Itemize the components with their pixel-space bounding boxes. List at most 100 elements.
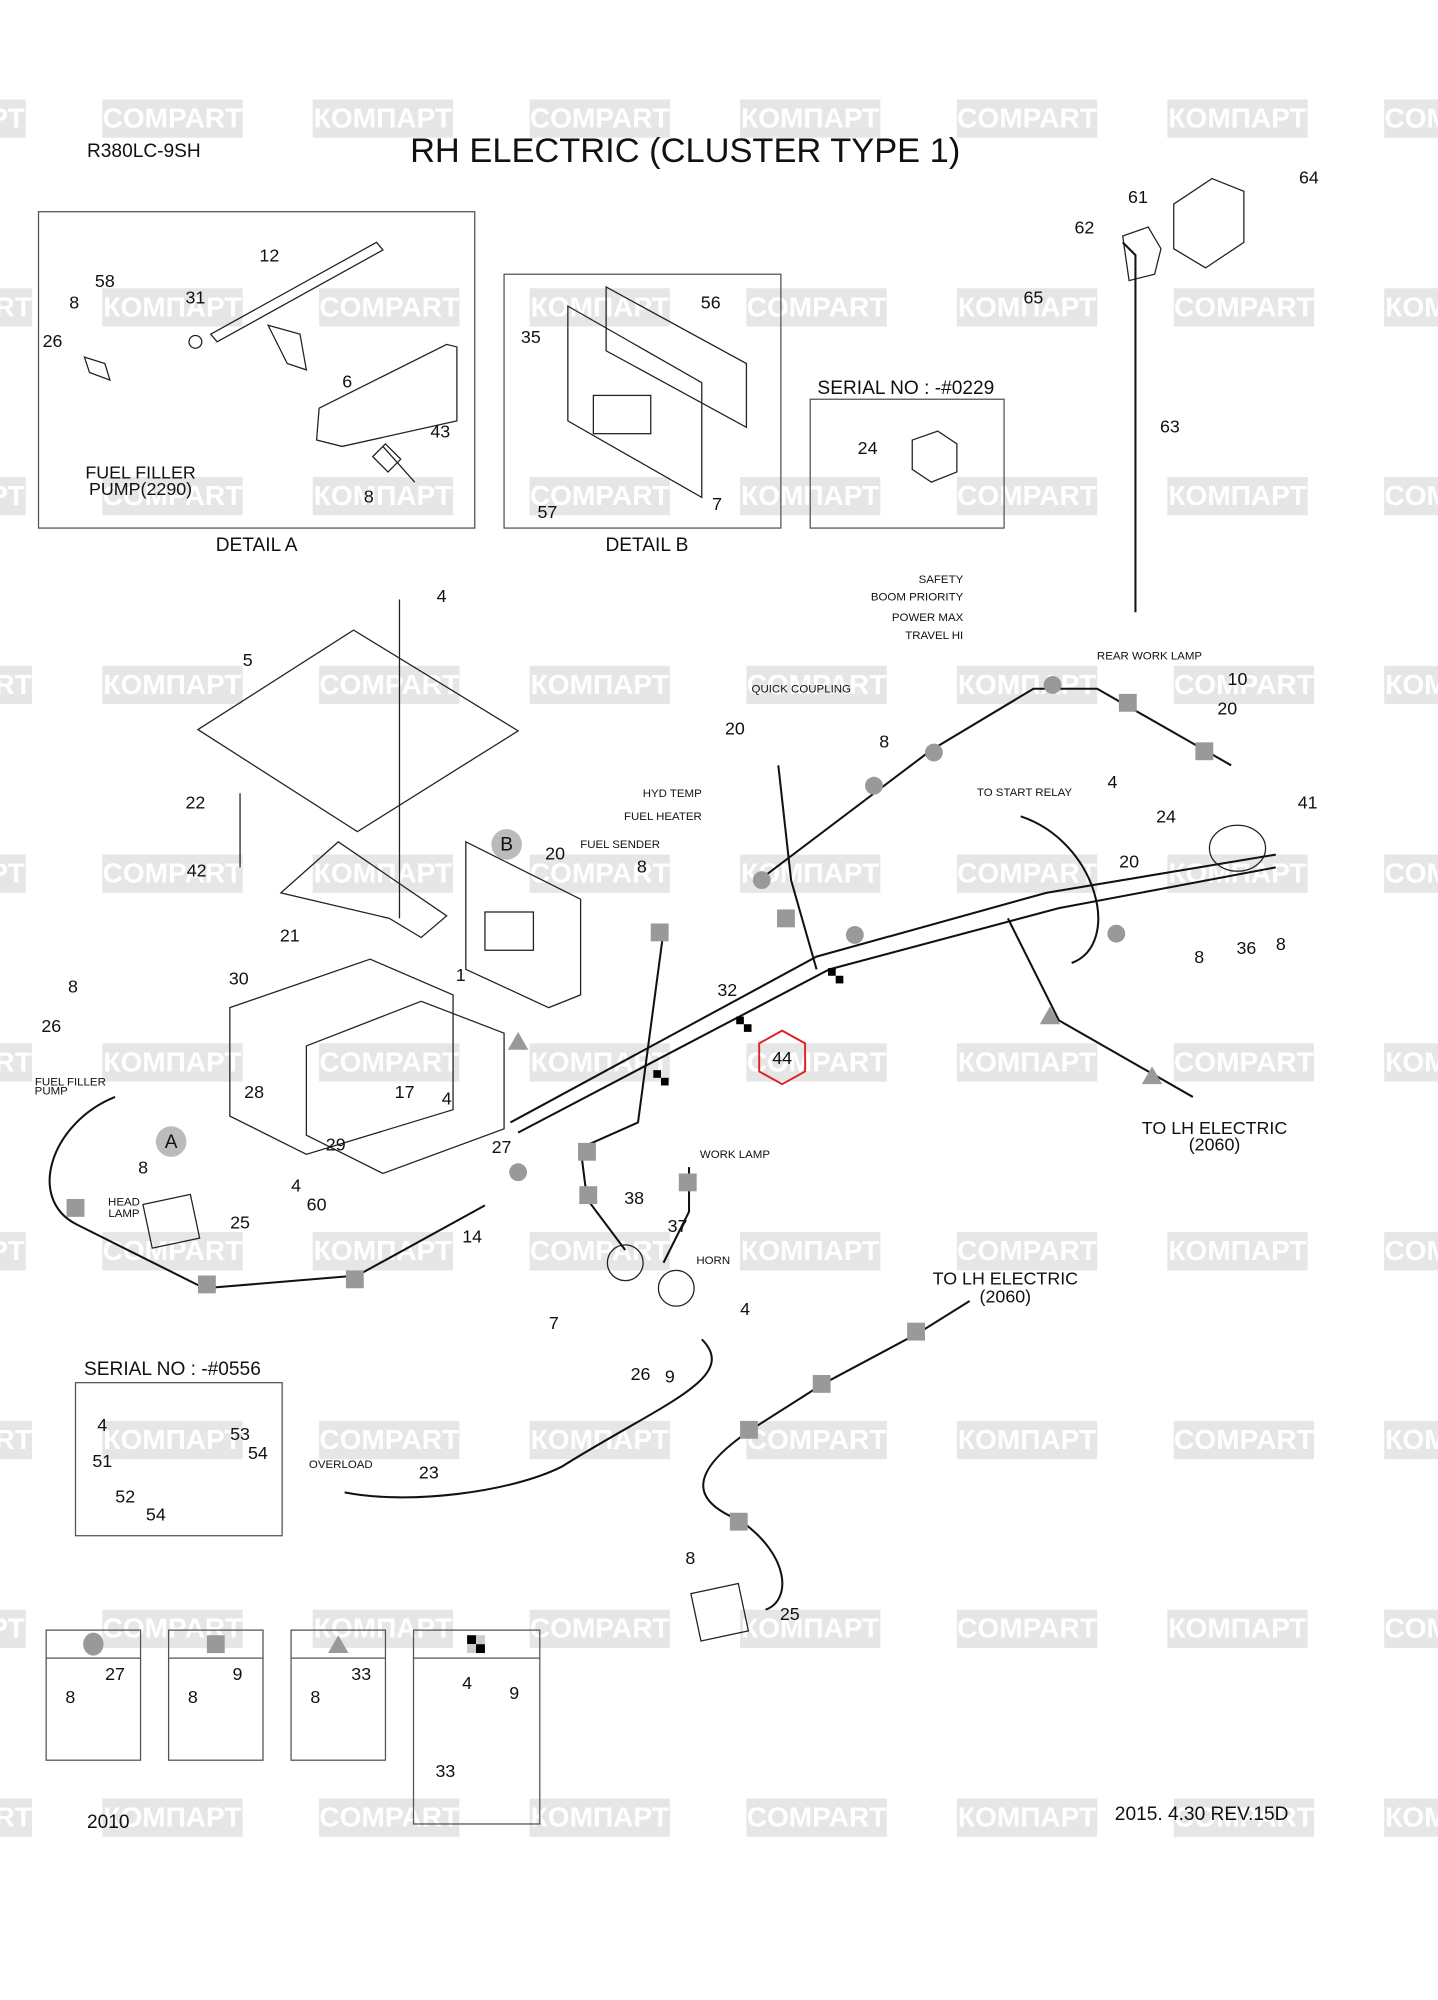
watermark-text: КОМПАРТ (1168, 103, 1306, 134)
diagram-label: BOOM PRIORITY (871, 592, 964, 604)
triangle-clip-icon (1039, 1006, 1061, 1025)
callout-number: 8 (69, 293, 79, 313)
watermark-text: КОМПАРТ (1385, 1046, 1438, 1077)
watermark-text: COMPART (103, 1235, 243, 1266)
callout-number: 8 (1194, 947, 1204, 967)
watermark-text: COMPART (957, 1613, 1097, 1644)
circle-clip-icon (752, 871, 771, 890)
diagram-label: FUEL HEATER (624, 811, 702, 823)
watermark-text: КОМПАРТ (741, 1613, 879, 1644)
square-clip-icon (579, 1186, 598, 1205)
legend-triangle (290, 1629, 387, 1761)
diagram-label: TO LH ELECTRIC (933, 1268, 1079, 1288)
diagram-label: LAMP (108, 1208, 140, 1220)
callout-number: 52 (115, 1487, 135, 1507)
diagram-label: (2060) (980, 1286, 1032, 1306)
triangle-clip-icon (507, 1031, 529, 1050)
callout-number: 58 (95, 271, 115, 291)
wiring-harness (48, 241, 1276, 1611)
square-clip-icon (197, 1275, 216, 1294)
watermark-text: COMPART (0, 291, 32, 322)
callout-number: 63 (1160, 416, 1180, 436)
callout-number: 8 (138, 1157, 148, 1177)
relay-24-serial (911, 430, 958, 483)
head-lamps (142, 1193, 750, 1642)
watermark-text: КОМПАРТ (1168, 1613, 1306, 1644)
serial-0556-label: SERIAL NO : -#0556 (84, 1359, 261, 1380)
callout-number: 61 (1128, 187, 1148, 207)
callout-number: 8 (188, 1687, 198, 1707)
watermark-text: КОМПАРТ (103, 1424, 241, 1455)
watermark-text: COMPART (1384, 103, 1438, 134)
callout-number: 21 (280, 925, 300, 945)
clip-markers (66, 676, 1214, 1531)
detail-b-ecu (567, 285, 748, 499)
watermark-text: COMPART (0, 669, 32, 700)
callout-number: 27 (105, 1664, 125, 1684)
watermark-text: COMPART (319, 1424, 459, 1455)
callout-number: 9 (509, 1683, 519, 1703)
watermark-text: COMPART (530, 1613, 670, 1644)
callout-number: 8 (68, 976, 78, 996)
diagram-label: POWER MAX (892, 612, 964, 624)
callout-number: 30 (229, 969, 249, 989)
callout-number: 62 (1075, 217, 1095, 237)
callout-number: 10 (1228, 669, 1248, 689)
callout-number: 8 (685, 1548, 695, 1568)
callout-number: 8 (65, 1687, 75, 1707)
callout-number: 8 (1276, 934, 1286, 954)
diagram-label: SAFETY (919, 574, 964, 586)
watermark-text: COMPART (747, 291, 887, 322)
callout-number: 32 (717, 980, 737, 1000)
callout-number: 9 (233, 1664, 243, 1684)
callout-number: 8 (879, 731, 889, 751)
watermark-text: COMPART (1174, 669, 1314, 700)
watermark-text: КОМПАРТ (103, 669, 241, 700)
square-clip-icon (777, 909, 795, 928)
callout-number: 54 (248, 1443, 268, 1463)
callout-44: 44 (772, 1048, 792, 1068)
marker-a: A (155, 1126, 187, 1157)
legend (45, 1629, 541, 1825)
callout-number: 8 (310, 1687, 320, 1707)
watermark-text: КОМПАРТ (314, 858, 452, 889)
callout-number: 4 (291, 1175, 301, 1195)
callout-number: 25 (230, 1212, 250, 1232)
watermark-text: COMPART (530, 858, 670, 889)
checker-clip-icon (653, 1070, 661, 1078)
callout-number: 36 (1236, 938, 1256, 958)
callout-number: 20 (725, 719, 745, 739)
callout-number: 24 (1156, 807, 1176, 827)
ecu-main (465, 840, 582, 1009)
callout-number: 4 (97, 1415, 107, 1435)
watermark-text: КОМПАРТ (741, 103, 879, 134)
watermark-text: COMPART (0, 1802, 32, 1833)
callout-number: 20 (1217, 698, 1237, 718)
batteries (229, 958, 505, 1175)
watermark-text: COMPART (103, 480, 243, 511)
callout-number: 4 (442, 1089, 452, 1109)
page-title: RH ELECTRIC (CLUSTER TYPE 1) (410, 132, 960, 170)
callout-number: 31 (185, 288, 205, 308)
watermark-text: COMPART (1384, 1235, 1438, 1266)
watermark-text: COMPART (1174, 1424, 1314, 1455)
watermark-text: КОМПАРТ (958, 1424, 1096, 1455)
checker-clip-icon (660, 1077, 669, 1086)
watermark-text: КОМПАРТ (531, 669, 669, 700)
callout-number: 4 (740, 1299, 750, 1319)
watermark-text: КОМПАРТ (958, 669, 1096, 700)
callout-number: 38 (624, 1188, 644, 1208)
triangle-marker-icon (328, 1635, 349, 1654)
serial-0229-label: SERIAL NO : -#0229 (817, 378, 994, 399)
legend-square (167, 1629, 264, 1761)
callout-number: 56 (701, 293, 721, 313)
square-clip-icon (678, 1173, 697, 1192)
watermark-text: COMPART (0, 1424, 32, 1455)
model-name: R380LC-9SH (87, 141, 201, 162)
callout-number: 24 (858, 438, 878, 458)
watermark-text: КОМПАРТ (0, 858, 25, 889)
watermark-text: КОМПАРТ (958, 291, 1096, 322)
square-clip-icon (740, 1420, 758, 1439)
detail-a-box (37, 211, 476, 529)
callout-number: 43 (430, 422, 450, 442)
